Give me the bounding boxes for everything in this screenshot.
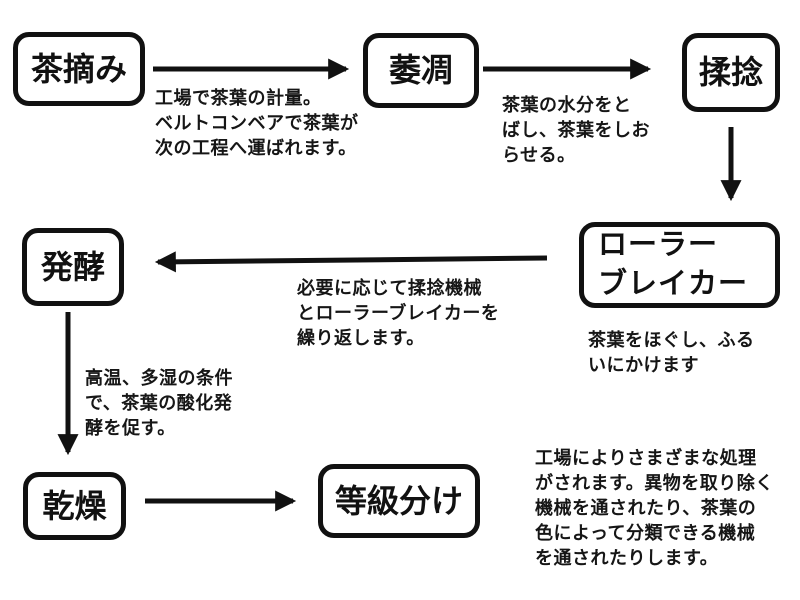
node-drying: 乾燥 bbox=[23, 472, 126, 540]
node-withering: 萎凋 bbox=[363, 33, 479, 108]
note-fermentation: 高温、多湿の条件 で、茶葉の酸化発 酵を促す。 bbox=[85, 368, 233, 438]
note-repeat: 必要に応じて揉捻機械 とローラーブレイカーを 繰り返します。 bbox=[297, 278, 500, 348]
note-withering: 茶葉の水分をと ばし、茶葉をしお らせる。 bbox=[502, 95, 650, 165]
node-roller-breaker: ローラー ブレイカー bbox=[579, 222, 780, 308]
note-weighing: 工場で茶葉の計量。 ベルトコンベアで茶葉が 次の工程へ運ばれます。 bbox=[155, 88, 359, 158]
note-factory-processing: 工場によりさまざまな処理 がされます。異物を取り除く 機械を通されたり、茶葉の … bbox=[535, 448, 774, 568]
arrow-roller-breaker-to-fermentation bbox=[154, 251, 548, 273]
note-roller-breaker: 茶葉をほぐし、ふる いにかけます bbox=[588, 330, 755, 375]
node-grading: 等級分け bbox=[318, 464, 480, 538]
node-fermentation: 発酵 bbox=[22, 228, 124, 306]
node-rolling: 揉捻 bbox=[682, 33, 780, 112]
node-tea-picking: 茶摘み bbox=[13, 32, 145, 106]
